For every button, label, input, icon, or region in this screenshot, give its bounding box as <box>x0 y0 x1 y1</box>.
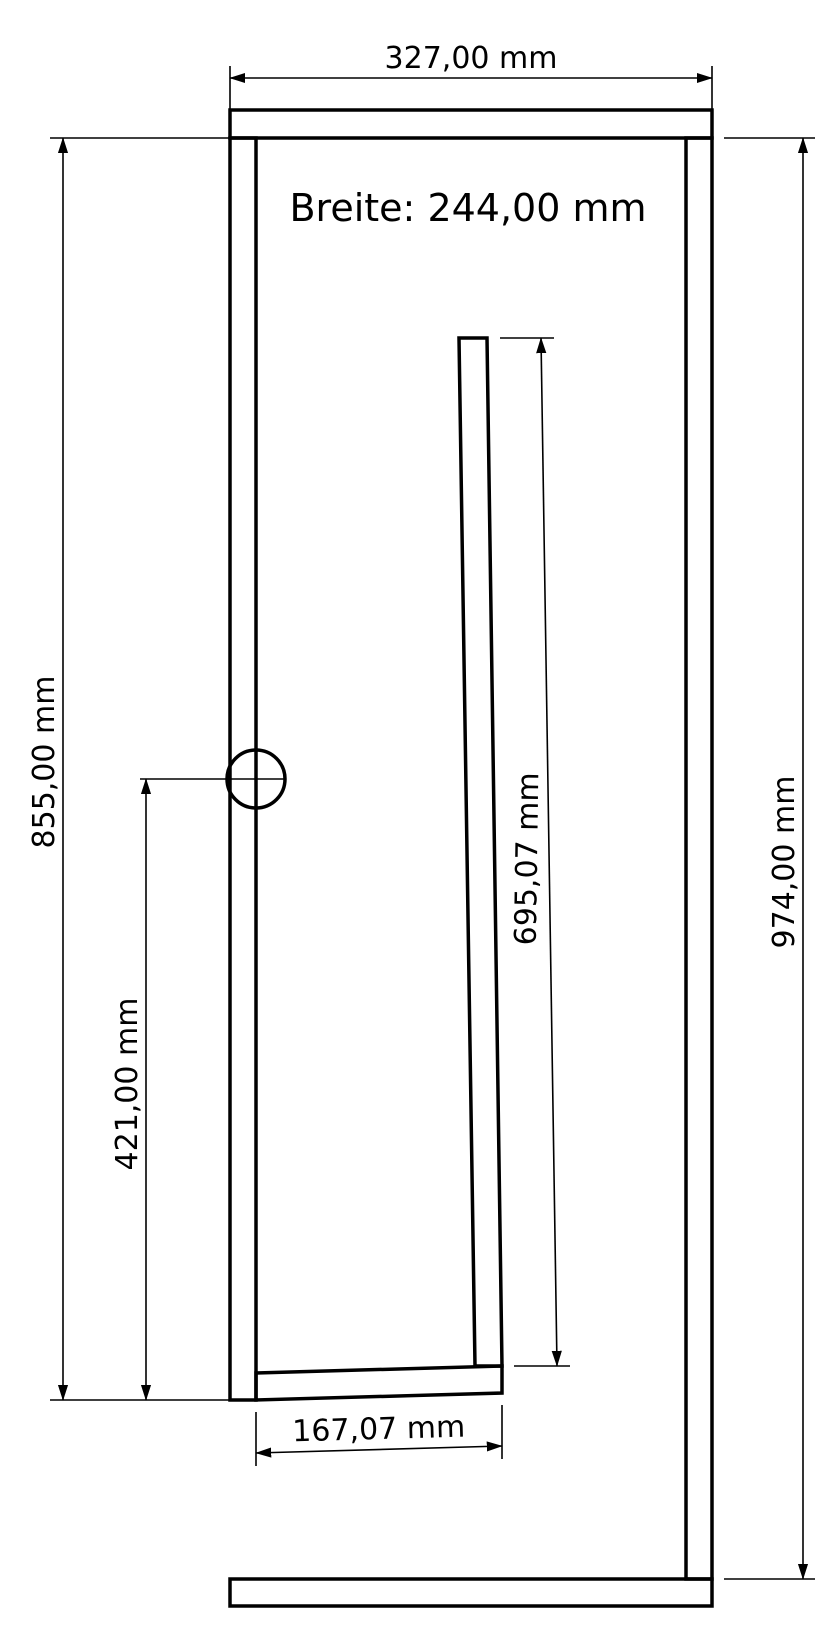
board-height-label: 695,07 mm <box>509 772 547 945</box>
right-height-dimension: 974,00 mm <box>724 137 815 1580</box>
board-width-dimension: 167,07 mm <box>255 1405 503 1466</box>
board-width-label: 167,07 mm <box>292 1410 466 1450</box>
right-side-panel <box>684 136 714 1581</box>
bottom-panel <box>228 1577 714 1608</box>
left-height-dimension: 855,00 mm <box>27 137 230 1401</box>
inner-width-label: Breite: 244,00 mm <box>289 186 646 230</box>
cabinet-structure <box>140 108 714 1608</box>
dimension-line <box>255 1441 503 1458</box>
slanted-vertical-board <box>457 336 504 1368</box>
right-height-label: 974,00 mm <box>767 776 802 949</box>
marker-height-dimension: 421,00 mm <box>110 778 152 1401</box>
board-height-dimension: 695,07 mm <box>500 337 570 1367</box>
left-side-panel <box>228 136 258 1402</box>
top-width-label: 327,00 mm <box>385 41 558 76</box>
top-panel <box>228 108 714 140</box>
slanted-bottom-board <box>254 1364 504 1402</box>
marker-height-label: 421,00 mm <box>110 998 145 1171</box>
left-height-label: 855,00 mm <box>27 676 62 849</box>
top-width-dimension: 327,00 mm <box>229 41 713 110</box>
dimension-line <box>536 337 562 1367</box>
